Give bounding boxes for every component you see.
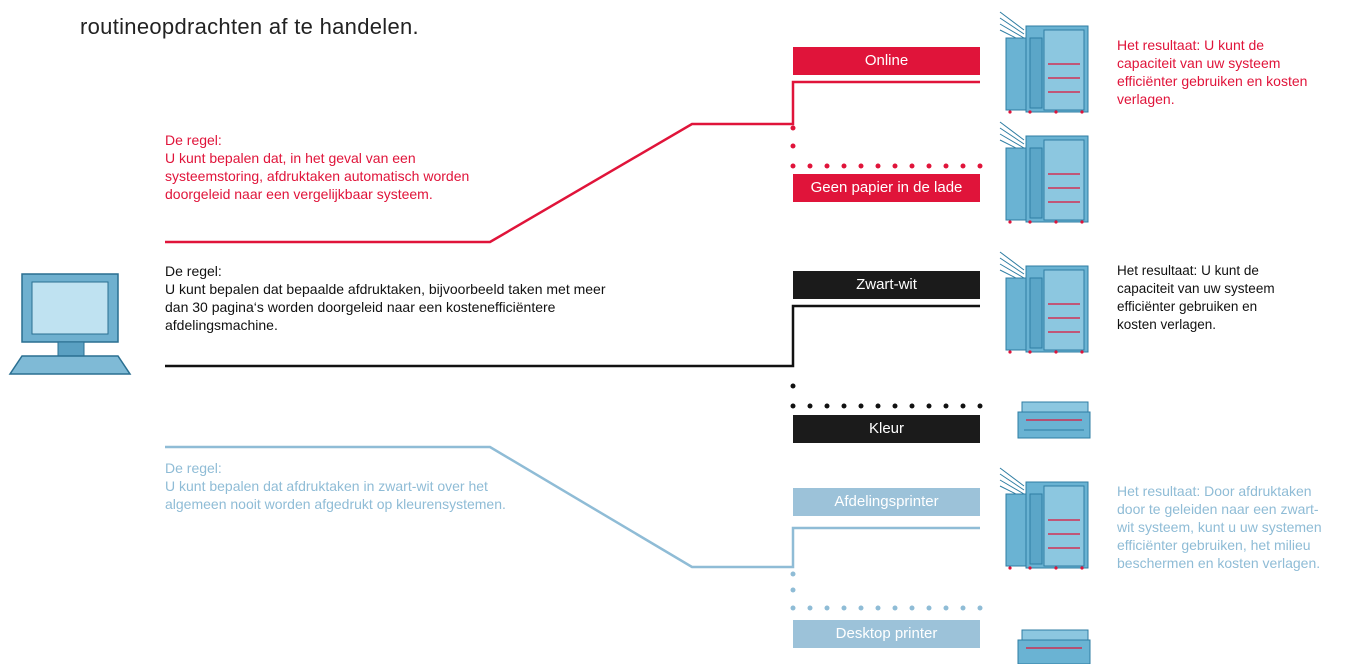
label-desktop: Desktop printer bbox=[793, 620, 980, 648]
large-printer-icon bbox=[999, 121, 1089, 224]
large-printer-icon bbox=[999, 11, 1089, 114]
rule-page-count: De regel: U kunt bepalen dat bepaalde af… bbox=[165, 262, 610, 334]
desktop-printer-icon bbox=[1017, 401, 1091, 439]
label-no-paper: Geen papier in de lade bbox=[793, 174, 980, 202]
blue-line bbox=[165, 445, 980, 569]
rule-text: U kunt bepalen dat, in het geval van een… bbox=[165, 150, 470, 202]
rule-heading: De regel: bbox=[165, 263, 222, 279]
result-text: U kunt de capaciteit van uw systeem effi… bbox=[1117, 37, 1308, 107]
result-heading: Het resultaat: bbox=[1117, 37, 1201, 53]
red-dots bbox=[790, 125, 983, 169]
result-heading: Het resultaat: bbox=[1117, 263, 1198, 278]
result-text: Door afdruktaken door te geleiden naar e… bbox=[1117, 483, 1322, 571]
label-bw: Zwart-wit bbox=[793, 271, 980, 299]
rule-text: U kunt bepalen dat bepaalde afdruktaken,… bbox=[165, 281, 606, 333]
label-online: Online bbox=[793, 47, 980, 75]
rule-heading: De regel: bbox=[165, 132, 222, 148]
large-printer-icon bbox=[999, 251, 1089, 354]
blue-dots bbox=[790, 571, 983, 611]
rule-heading: De regel: bbox=[165, 460, 222, 476]
intro-text: routineopdrachten af te handelen. bbox=[80, 14, 419, 39]
result-failover: Het resultaat: U kunt de capaciteit van … bbox=[1117, 36, 1312, 108]
rule-failover: De regel: U kunt bepalen dat, in het gev… bbox=[165, 131, 515, 203]
result-page-count: Het resultaat: U kunt de capaciteit van … bbox=[1117, 262, 1277, 334]
result-text: U kunt de capaciteit van uw systeem effi… bbox=[1117, 263, 1275, 332]
black-dots bbox=[790, 383, 983, 409]
black-line bbox=[165, 304, 980, 368]
rule-bw-on-color: De regel: U kunt bepalen dat afdruktaken… bbox=[165, 459, 510, 513]
result-heading: Het resultaat: bbox=[1117, 483, 1201, 499]
large-printer-icon bbox=[999, 467, 1089, 570]
computer-icon bbox=[8, 273, 132, 375]
desktop-printer-icon bbox=[1017, 629, 1091, 664]
rule-text: U kunt bepalen dat afdruktaken in zwart-… bbox=[165, 478, 506, 512]
label-department: Afdelingsprinter bbox=[793, 488, 980, 516]
label-color: Kleur bbox=[793, 415, 980, 443]
result-bw-on-color: Het resultaat: Door afdruktaken door te … bbox=[1117, 482, 1322, 572]
red-line bbox=[165, 80, 980, 244]
